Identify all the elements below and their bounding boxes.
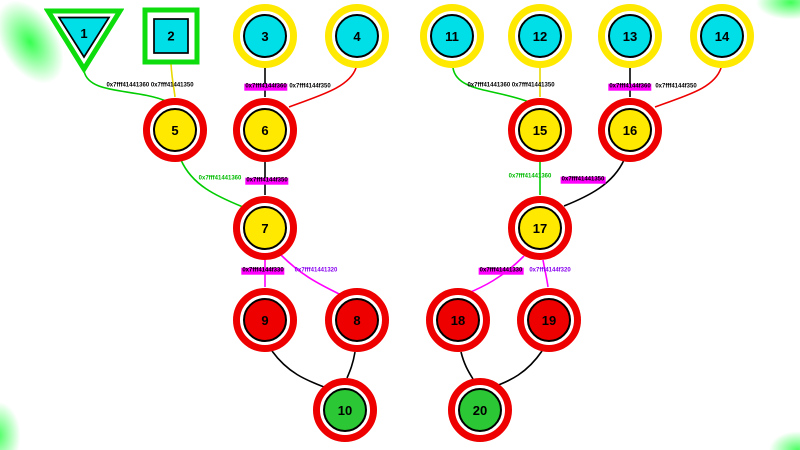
edge-8-10 xyxy=(346,351,356,379)
edge-7-8 xyxy=(280,254,342,296)
edge-4-6 xyxy=(288,67,357,108)
edge-5-7 xyxy=(180,159,244,208)
edge-18-20 xyxy=(460,351,474,380)
edge-14-16 xyxy=(654,67,722,108)
edge-19-20 xyxy=(492,350,543,388)
edge-1-5 xyxy=(83,70,167,102)
edge-17-18 xyxy=(465,255,525,295)
edge-17-19 xyxy=(542,259,549,288)
edge-16-17 xyxy=(563,159,625,207)
edge-11-15 xyxy=(452,67,530,103)
edge-2-5 xyxy=(170,63,176,98)
edge-9-10 xyxy=(271,350,325,388)
